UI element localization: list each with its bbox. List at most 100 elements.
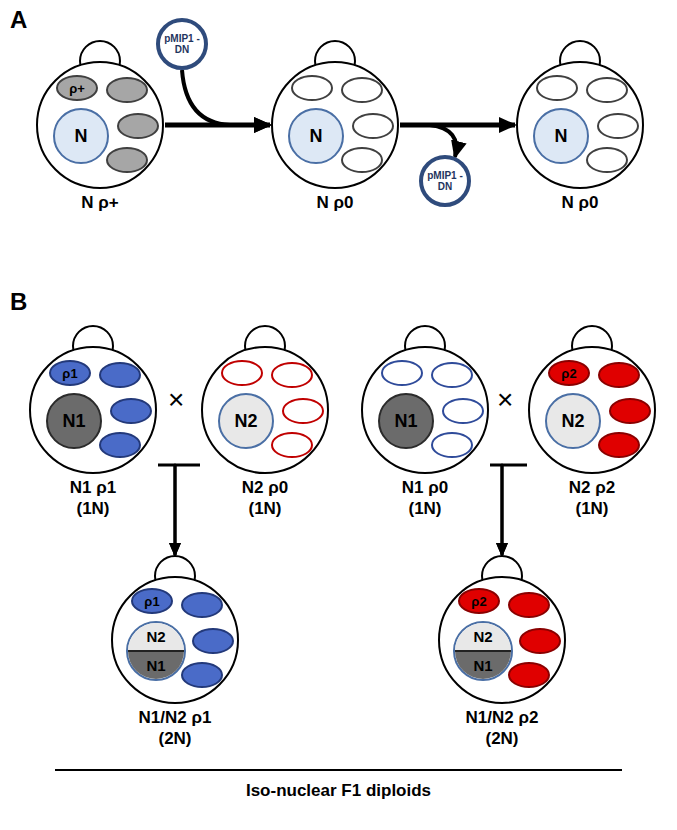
strain-label: N1 ρ0 (1N) [385, 477, 465, 519]
nucleus-label: N1 [62, 411, 85, 432]
yeast-cell: N2 ρ0 (1N) N2 [200, 325, 330, 519]
mtdna-label: ρ2 [561, 366, 576, 381]
mitochondrion [587, 78, 627, 102]
mitochondrion [342, 78, 382, 102]
mtdna-label: ρ1 [62, 366, 77, 381]
mitochondrion [182, 663, 222, 687]
nucleus: N2 [218, 393, 274, 449]
genome-label: N2 [146, 628, 165, 645]
cell-body [517, 62, 643, 188]
mitochondrion [537, 76, 577, 100]
mitochondrion [272, 433, 312, 457]
mitochondrion-labeled: ρ1 [131, 588, 173, 614]
mitochondrion [292, 76, 332, 100]
nucleus-label: N2 [561, 411, 584, 432]
cell-body [30, 347, 156, 473]
panel-letter: B [10, 288, 27, 316]
mitochondrion [283, 399, 323, 423]
yeast-cell: N1 ρ0 (1N) N1 [360, 325, 490, 519]
mitochondrion-labeled: ρ2 [458, 588, 500, 614]
diploid-nucleus: N2N1 [126, 621, 186, 681]
process-arrow [400, 125, 456, 157]
yeast-cell: N ρ+ Nρ+ [35, 40, 165, 213]
cell-body [439, 577, 565, 703]
mitochondrion [382, 361, 422, 385]
strain-label: N1/N2 ρ1 (2N) [120, 707, 230, 749]
genome-label: N1 [146, 657, 165, 674]
mitochondrion [509, 593, 549, 617]
yeast-cell: N1/N2 ρ2 (2N) N2N1 ρ2 [437, 555, 567, 749]
process-arrow [502, 465, 527, 555]
mitochondrion-labeled: ρ+ [56, 75, 98, 101]
nucleus-label: N1 [394, 411, 417, 432]
nucleus-label: N [75, 126, 88, 147]
mitochondrion [520, 629, 560, 653]
mitochondrion [100, 363, 140, 387]
cell-body [37, 62, 163, 188]
mtdna-label: ρ2 [471, 594, 486, 609]
cross-symbol: × [497, 384, 513, 416]
nucleus: N [53, 108, 109, 164]
bracket-line [55, 769, 622, 771]
mitochondrion [353, 114, 393, 138]
mitochondrion [587, 148, 627, 172]
mitochondrion [610, 399, 650, 423]
mitochondrion [443, 399, 483, 423]
process-arrow [182, 70, 270, 125]
cell-body [272, 62, 398, 188]
mitochondrion [509, 663, 549, 687]
mitochondrion [598, 114, 638, 138]
strain-label: N ρ0 [290, 192, 380, 213]
mitochondrion [107, 148, 147, 172]
nucleus: N [288, 108, 344, 164]
mitochondrion [193, 629, 233, 653]
process-arrow [158, 465, 175, 555]
genome-label: N1 [473, 657, 492, 674]
plasmid-label: pMIP1 -DN [162, 33, 202, 55]
strain-label: N2 ρ2 (1N) [552, 477, 632, 519]
mitochondrion [342, 148, 382, 172]
mitochondrion [100, 433, 140, 457]
mitochondrion [599, 363, 639, 387]
nucleus: N2 [545, 393, 601, 449]
genome-label: N2 [473, 628, 492, 645]
nucleus: N [533, 108, 589, 164]
nucleus-label: N [555, 126, 568, 147]
nucleus-label: N [310, 126, 323, 147]
mitochondrion [432, 433, 472, 457]
nucleus: N1 [46, 393, 102, 449]
mitochondrion-labeled: ρ1 [49, 360, 91, 386]
mitochondrion [222, 361, 262, 385]
strain-label: N ρ0 [535, 192, 625, 213]
plasmid-label: pMIP1 -DN [425, 170, 465, 192]
mitochondrion-labeled: ρ2 [548, 360, 590, 386]
mtdna-label: ρ+ [69, 81, 85, 96]
bracket-caption: Iso-nuclear F1 diploids [0, 780, 677, 801]
plasmid: pMIP1 -DN [419, 155, 471, 207]
nucleus-label: N2 [234, 411, 257, 432]
strain-label: N2 ρ0 (1N) [225, 477, 305, 519]
mitochondrion [432, 363, 472, 387]
mitochondrion [118, 114, 158, 138]
strain-label: N ρ+ [55, 192, 145, 213]
yeast-cell: N1/N2 ρ1 (2N) N2N1 ρ1 [110, 555, 240, 749]
plasmid: pMIP1 -DN [156, 18, 208, 70]
cell-body [112, 577, 238, 703]
cell-body [362, 347, 488, 473]
mitochondrion [272, 363, 312, 387]
cell-body [529, 347, 655, 473]
cross-symbol: × [168, 384, 184, 416]
mitochondrion [599, 433, 639, 457]
mitochondrion [111, 399, 151, 423]
process-arrow [490, 465, 502, 555]
strain-label: N1 ρ1 (1N) [53, 477, 133, 519]
yeast-cell: N1 ρ1 (1N) N1 ρ1 [28, 325, 158, 519]
process-arrow [175, 465, 200, 555]
mitochondrion [107, 78, 147, 102]
yeast-cell: N ρ0 N [270, 40, 400, 213]
mtdna-label: ρ1 [144, 594, 159, 609]
yeast-cell: N ρ0 N [515, 40, 645, 213]
diploid-nucleus: N2N1 [453, 621, 513, 681]
strain-label: N1/N2 ρ2 (2N) [447, 707, 557, 749]
